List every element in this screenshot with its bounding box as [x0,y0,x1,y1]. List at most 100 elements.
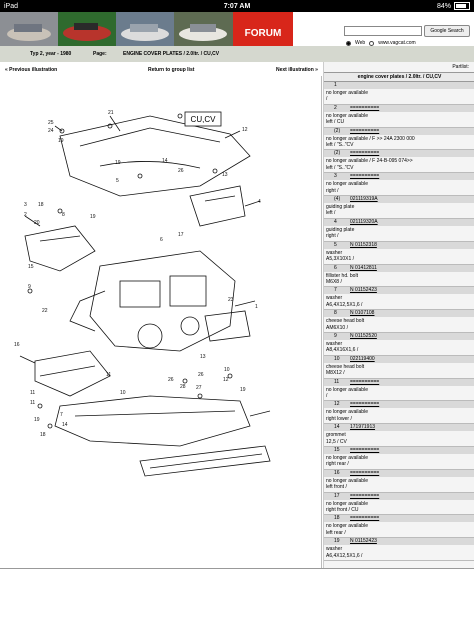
item-number: 7 [334,287,337,294]
svg-text:11: 11 [30,390,35,396]
engine-exploded-view: CU,CV 21 25 24 19 12 19 14 26 13 4 5 3 1… [14,110,271,477]
part-number-link[interactable]: ========== [350,150,380,157]
item-description-line: no longer available [326,386,368,393]
item-number: 2 [334,104,337,111]
list-item-header: 16========== [324,469,474,477]
part-number-link[interactable]: ========== [350,401,380,408]
part-number-link[interactable]: N 0107108 [350,310,375,317]
list-item-header: 11========== [324,378,474,386]
part-number-link[interactable]: ========== [350,469,380,476]
item-number: 5 [334,241,337,248]
item-description-line: guiding plate [326,204,355,211]
item-description-line: left / CU [326,119,345,126]
svg-text:26: 26 [178,168,184,174]
item-description-line: A5,3X10X1 / [326,256,355,263]
type-label: Typ 2, year - 1980 [30,51,72,57]
svg-text:17: 17 [178,232,184,238]
google-search-button[interactable]: Google Search [424,25,470,37]
part-number-link[interactable]: ========== [350,447,380,453]
item-description-line: / [326,96,328,103]
list-item-header: (4)021119319A [324,196,474,204]
page-label: Page: [93,51,107,57]
item-description-line: AM6X10 / [326,324,348,331]
radio-web[interactable] [346,40,351,46]
part-number-link[interactable]: N 01152423 [350,538,377,545]
svg-text:19: 19 [58,138,64,144]
svg-text:19: 19 [90,214,96,220]
svg-text:4: 4 [258,199,261,205]
radio-site[interactable] [369,40,375,46]
item-description-line: grommet [326,432,346,439]
part-number-link[interactable]: ========== [350,492,380,499]
group-list-link[interactable]: Return to group list [148,67,195,73]
part-number-link[interactable]: N 01152520 [350,332,377,339]
part-number-link[interactable]: N 01412811 [350,264,377,271]
item-number: 10 [334,355,340,362]
part-number-link[interactable]: 171971913 [350,424,376,431]
model-code-label: CU,CV [191,115,217,124]
svg-text:22: 22 [42,308,48,314]
part-number-link[interactable]: 021119320A [350,218,378,225]
list-item[interactable]: (2) ==========no longer available / F 24-… [324,150,474,174]
list-item-header: 5 N 01152318 [324,241,474,249]
part-number-link[interactable]: 021119319A [350,196,378,203]
radio-web-label: Web [355,40,366,46]
svg-text:8: 8 [62,212,65,218]
part-number-link[interactable]: ========== [350,104,380,111]
item-description-line: no longer available / F 24-B-095 074>> [326,158,413,165]
list-item[interactable]: (2)==========no longer available / F >> … [324,127,474,151]
item-description-line: no longer available [326,455,368,461]
list-item-header: 7 N 01152423 [324,287,474,295]
item-number: 3 [334,173,337,180]
svg-text:20: 20 [34,220,40,226]
item-description-line: guiding plate [326,226,355,233]
item-description-line: no longer available [326,90,368,96]
part-number-link[interactable]: ========== [350,378,380,385]
next-illustration-link[interactable]: Next illustration » [276,67,318,73]
item-number: (2) [334,150,341,157]
part-number-link[interactable]: 022119400 [350,355,375,362]
callout-numbers: 21 25 24 19 12 19 14 26 13 4 5 3 18 2 20… [14,110,261,438]
item-description-line: no longer available [326,500,368,507]
item-description-line: A8,4X16X1,6 / [326,347,359,354]
part-number-link[interactable]: ========== [350,127,380,134]
part-number-link[interactable]: N 01152318 [350,241,377,248]
list-item-header: (2) ========== [324,150,474,158]
svg-text:27: 27 [196,385,202,391]
part-number-link[interactable]: ========== [350,515,380,522]
svg-text:24: 24 [48,128,54,134]
parts-diagram: CU,CV 21 25 24 19 12 19 14 26 13 4 5 3 1… [0,76,322,568]
part-number-link[interactable]: N 01152423 [350,287,377,294]
prev-illustration-link[interactable]: « Previous illustration [5,67,58,73]
partlist-header: Partlist: [452,64,469,70]
battery-percent: 84% [436,2,451,10]
item-description-line: right / [326,187,339,194]
part-number-link[interactable]: ========== [350,173,380,180]
svg-text:19: 19 [240,387,246,393]
battery-icon [454,2,470,10]
list-item[interactable]: 11==========no longer available/ [324,378,474,402]
search-input[interactable] [344,26,422,36]
